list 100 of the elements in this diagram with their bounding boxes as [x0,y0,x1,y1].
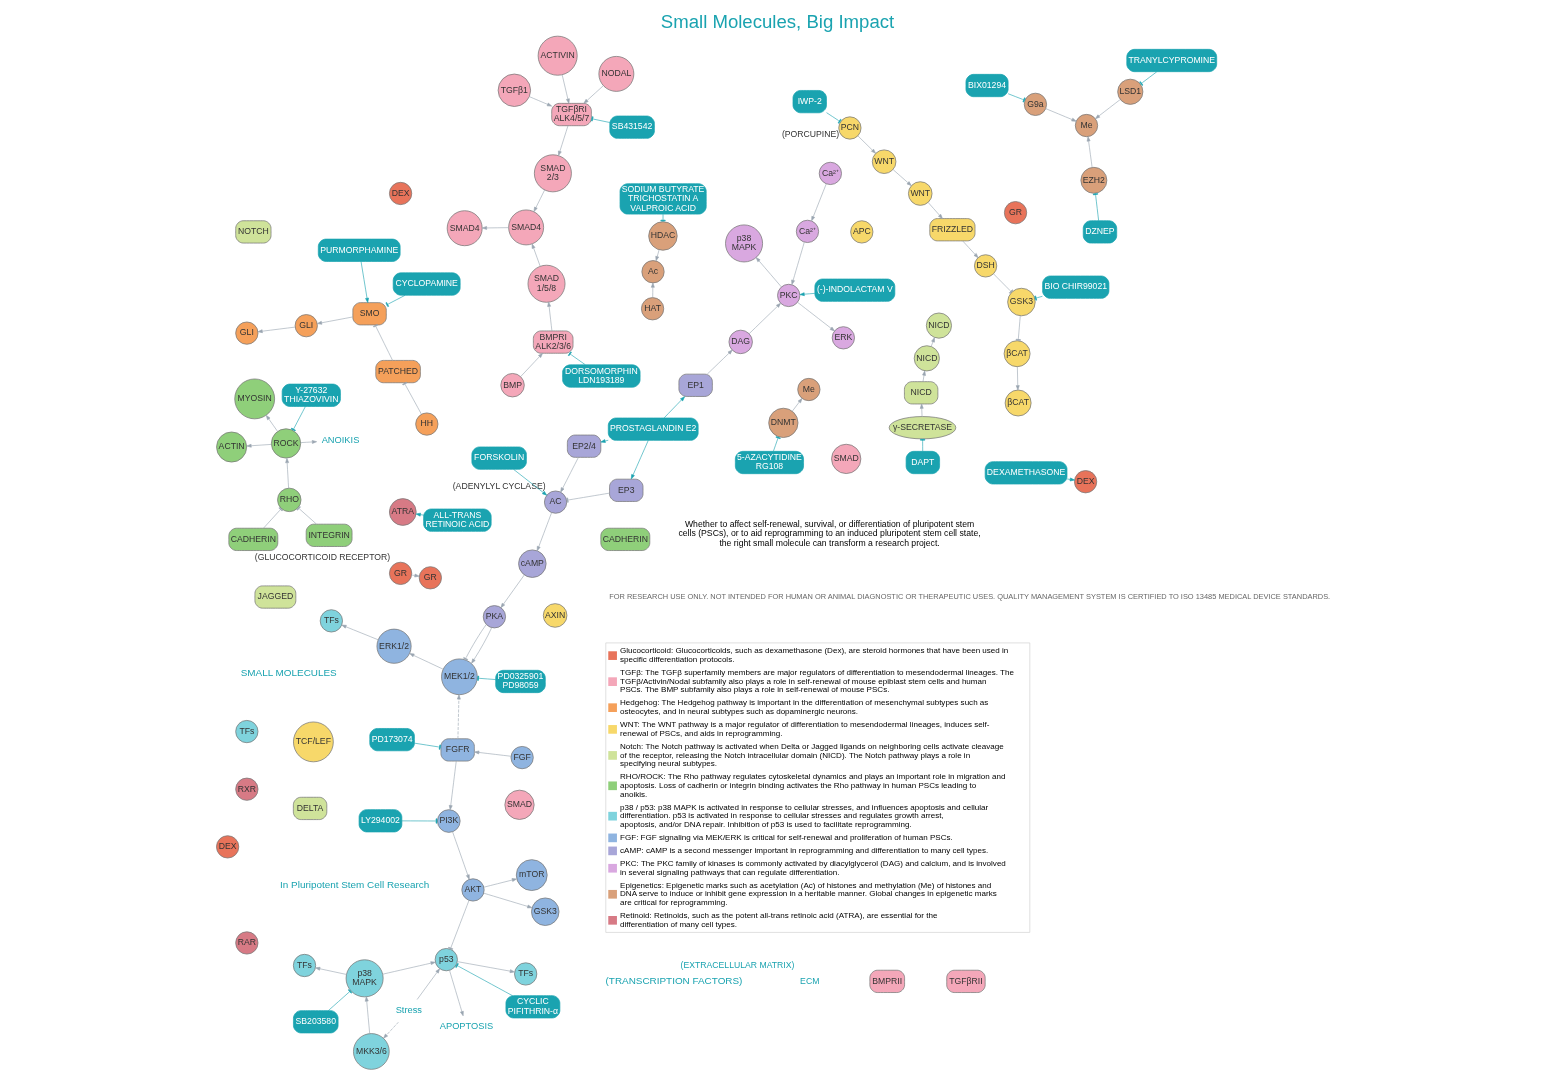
node-circle: Ca²⁺ [795,219,819,243]
connector [401,818,438,824]
arrow [416,968,440,1000]
arrow [528,96,552,107]
node-box: EP3 [608,478,643,502]
connector [462,624,487,661]
arrow [1094,99,1120,119]
arrow [483,892,532,909]
arrow [316,316,353,325]
arrow [1066,477,1075,482]
node-circle: Ca²⁺ [818,161,842,185]
node-box: NOTCH [234,220,271,244]
node-label: (EXTRACELLULAR MATRIX) [680,959,794,970]
arrow [755,257,782,288]
arrow [519,353,543,377]
label: SMALL MOLECULES [240,667,337,679]
node-box: PROSTAGLANDIN E2 [607,417,699,441]
connector [372,324,393,361]
node-circle: GLI [234,321,258,345]
arrow [748,303,781,335]
arrow [341,624,378,641]
node-circle: FGF [510,746,534,770]
node-circle: HAT [640,297,664,321]
node-circle: cAMP [517,549,546,578]
arrow [561,74,570,104]
connector [413,742,441,750]
arrow [300,440,317,444]
connector [992,273,1013,294]
connector [567,351,586,366]
node-circle: RXR [234,777,258,801]
node-circle: GR [1003,201,1027,225]
node-text: Stress [395,1005,422,1016]
connector [565,492,610,503]
node-box: 5-AZACYTIDINE RG108 [734,451,804,475]
arrow [381,961,436,975]
node-circle: NICD [913,345,940,372]
node-circle: SMAD 2/3 [533,154,572,193]
node-label: (ADENYLYL CYCLASE) [452,480,546,491]
arrow [927,202,943,219]
connector [1092,193,1099,222]
node-circle: mTOR [515,859,548,891]
arrow [810,183,826,222]
node-box: (-)-INDOLACTAM V [814,278,895,302]
node-circle: TFs [234,720,258,744]
node-box: Y-27632 THIAZOVIVIN [281,383,341,407]
arrow [483,878,517,888]
node-circle: GR [418,566,442,590]
arrow [284,458,289,489]
node-circle: APC [849,220,873,244]
arrow [531,243,540,267]
arrow [382,1021,399,1039]
arrow [1086,136,1092,168]
arrow [583,85,603,104]
connector [385,294,406,307]
node-circle: ERK1/2 [376,628,411,664]
arrow [456,961,515,973]
node-box: FRIZZLED [928,218,975,242]
node-box: JAGGED [254,585,296,609]
connector [660,213,665,222]
arrow [533,189,545,212]
node-box: NICD [903,381,938,405]
node-circle: GSK3 [530,897,559,926]
node-box: DELTA [292,796,327,820]
node-circle: SMAD [503,789,535,820]
arrow [961,240,978,258]
arrow [663,396,685,419]
node-circle: DEX [1073,470,1097,494]
arrow [650,282,655,298]
node-box: DORSOMORPHIN LDN193189 [561,364,640,388]
node-circle: SMAD4 [446,210,483,247]
label: In Pluripotent Stem Cell Research [279,878,429,890]
node-circle: DEX [215,835,239,859]
node-circle: Ac [641,260,665,284]
node-circle: RAR [234,931,258,955]
arrow [654,249,659,262]
node-circle: GLI [294,314,318,338]
node-circle: SMAD 1/5/8 [527,264,565,303]
node-box: PD0325901 PD98059 [494,669,546,693]
node-box: SB431542 [608,115,655,139]
node-box: DAPT [905,451,940,475]
arrow [360,261,369,303]
node-box: BMPRII [869,969,905,993]
node-box: DZNEP [1082,220,1117,244]
arrow [451,831,470,880]
node-box: BIX01294 [965,74,1008,98]
connector [1015,315,1021,341]
node-box: IWP-2 [792,90,827,114]
arrow [500,574,525,608]
connector [290,406,306,432]
arrow [1015,366,1020,391]
connector [296,506,317,525]
node-circle: HH [414,412,438,436]
node-box: CYCLOPAMINE [392,272,460,296]
arrow [257,326,295,333]
node-box: TGFβRII [945,969,986,993]
node-box: DEXAMETHASONE [984,461,1067,485]
node-circle: TCF/LEF [292,721,334,763]
arrow [314,966,347,975]
arrow [790,241,805,285]
arrow [791,398,802,412]
